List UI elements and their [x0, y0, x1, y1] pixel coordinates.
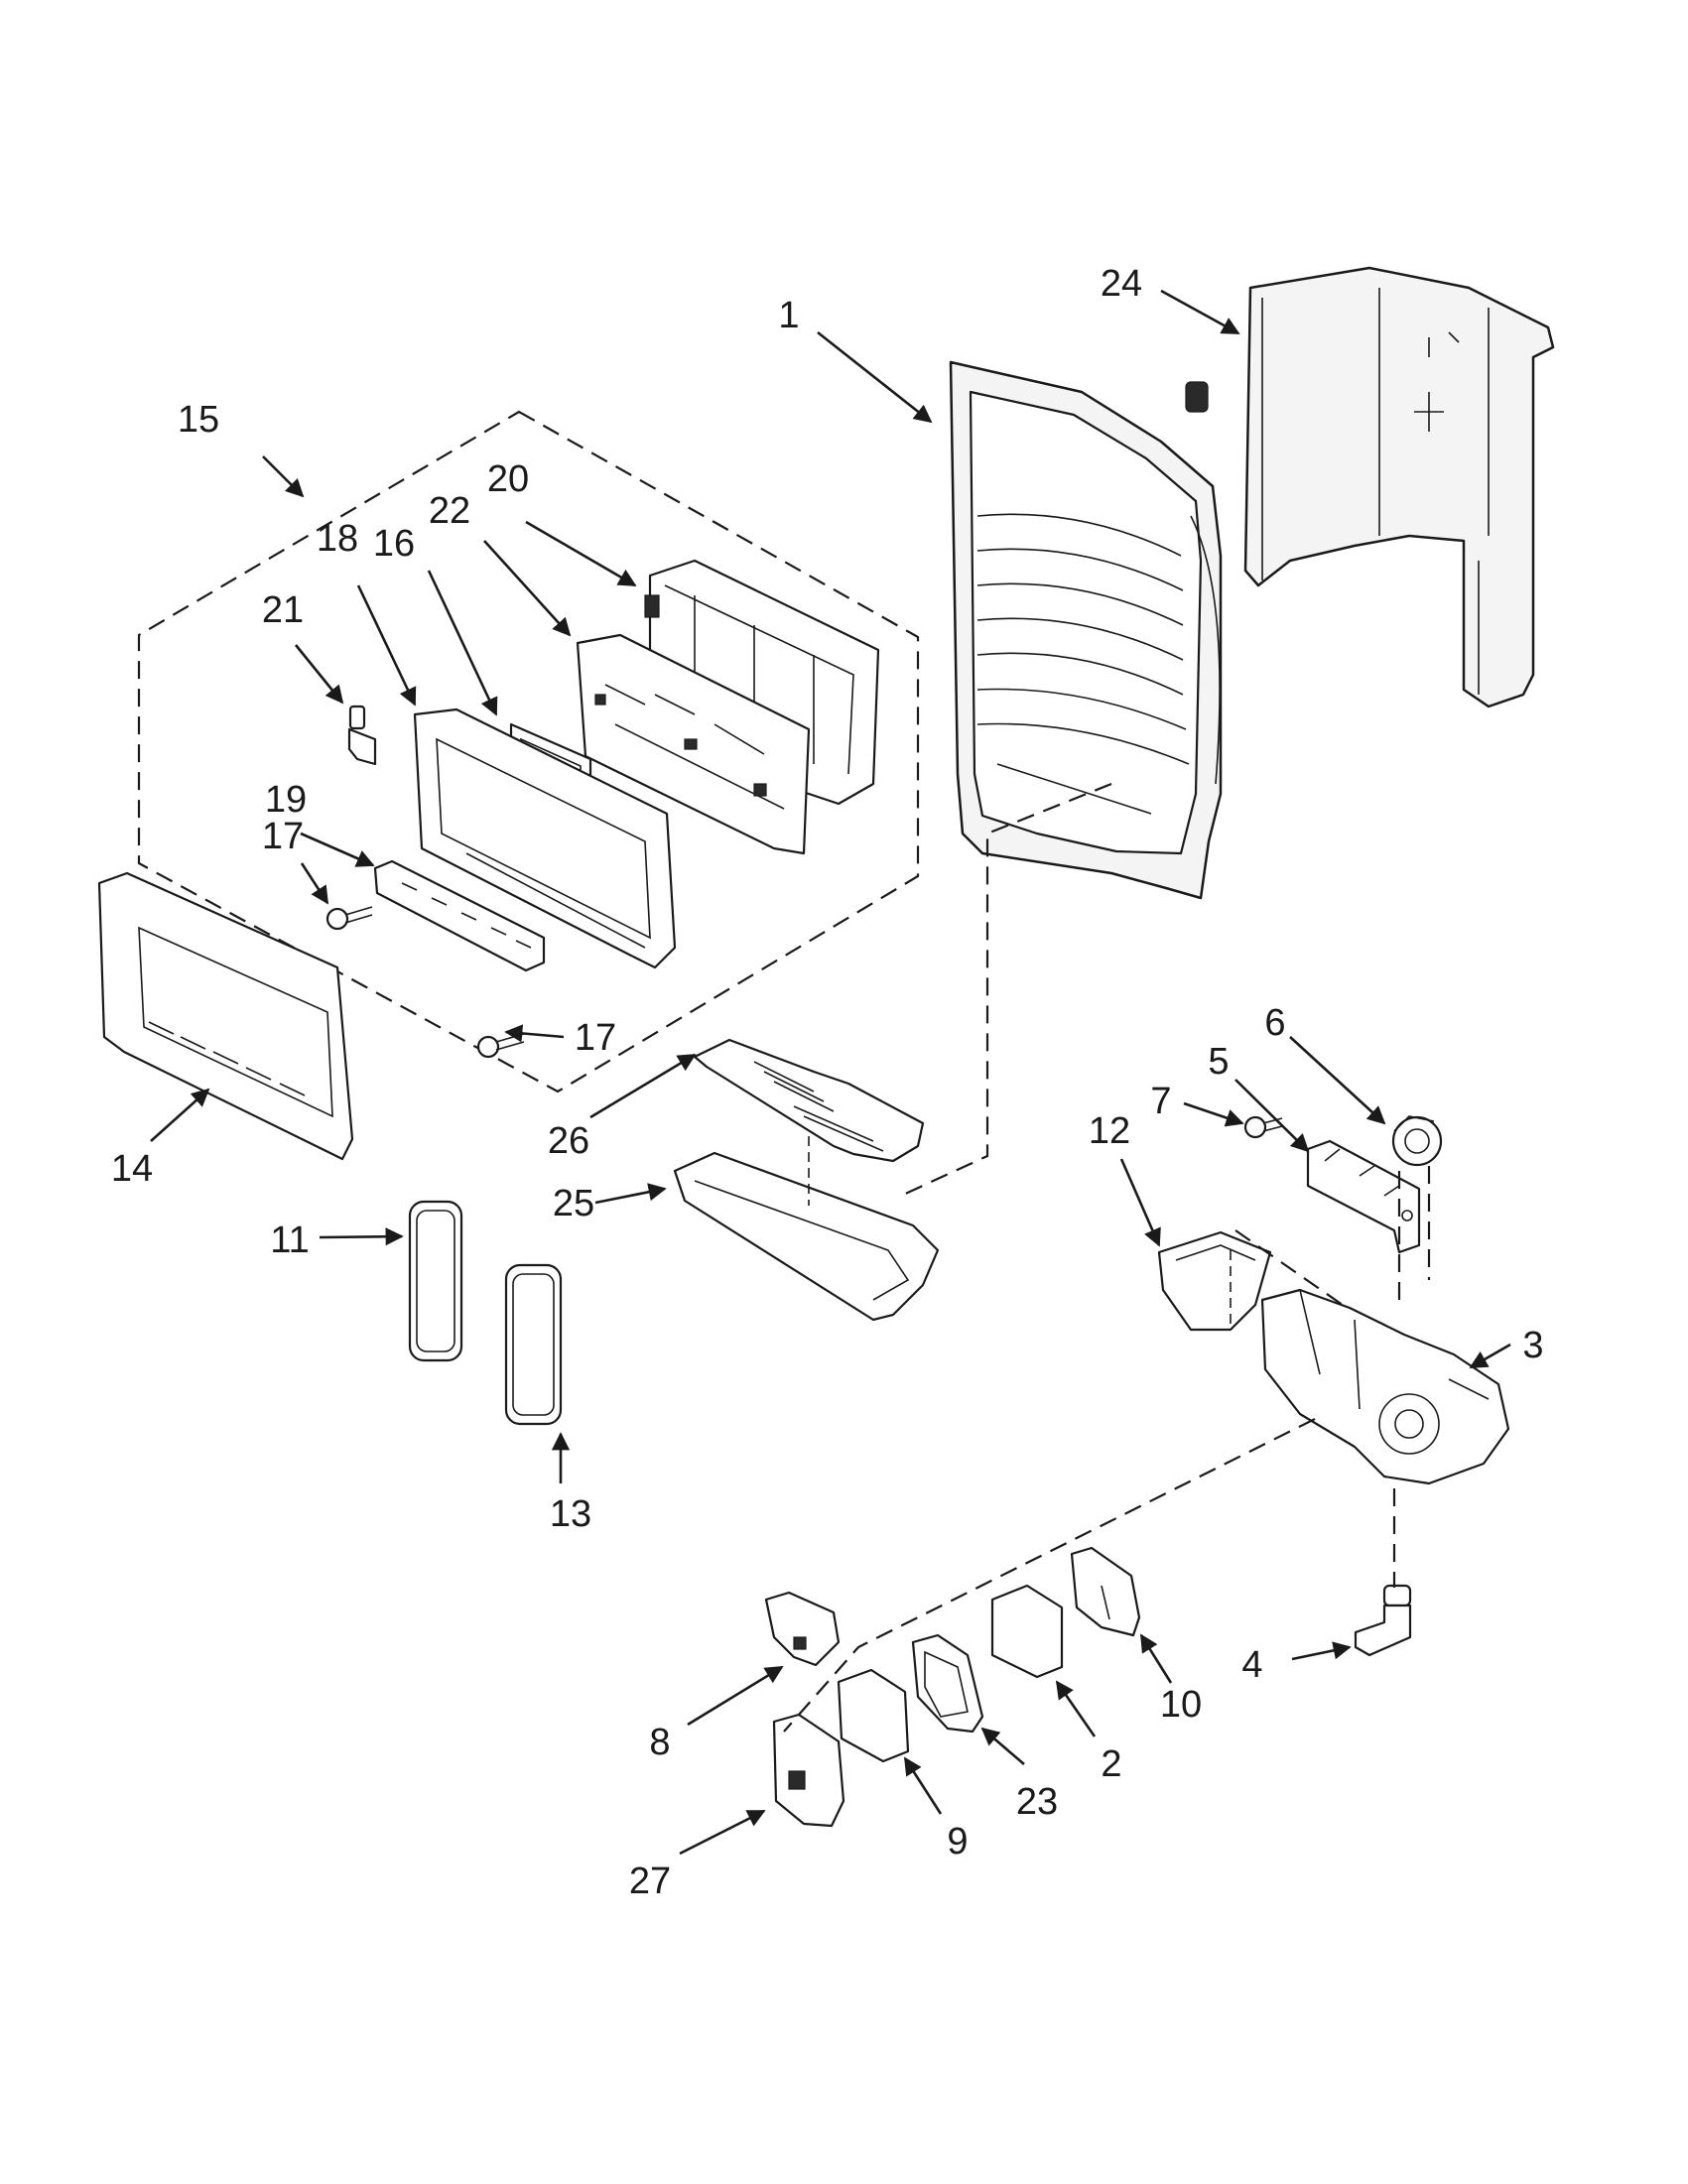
callout-4: 4 [1241, 1644, 1262, 1686]
part-3-dispenser-base [1260, 1288, 1510, 1485]
callout-27: 27 [629, 1861, 671, 1902]
callout-16: 16 [373, 523, 415, 565]
callout-21: 21 [262, 589, 304, 631]
callout-6: 6 [1264, 1002, 1285, 1044]
callout-arrows [150, 289, 1511, 1856]
callout-18: 18 [317, 518, 358, 560]
callout-17-lower: 17 [575, 1017, 616, 1059]
part-25-drip-tray [673, 1136, 940, 1322]
part-24-back-cover [1243, 266, 1555, 708]
part-22-control-board [576, 633, 811, 855]
callout-24: 24 [1101, 263, 1142, 305]
part-7-screw [1243, 1115, 1283, 1139]
part-4-elbow-fitting [1354, 1584, 1412, 1657]
part-19-button-strip [373, 859, 546, 972]
callout-7: 7 [1150, 1081, 1171, 1122]
part-1-dispenser-housing [949, 360, 1223, 900]
part-6-knob [1391, 1115, 1443, 1167]
part-2-pad [990, 1584, 1064, 1679]
callout-20: 20 [487, 458, 529, 500]
part-27-switch-housing [772, 1713, 845, 1828]
callout-1: 1 [778, 295, 799, 336]
callout-13: 13 [550, 1493, 591, 1535]
part-13-pad [504, 1263, 563, 1426]
callout-26: 26 [548, 1120, 589, 1162]
part-9-pad [837, 1668, 910, 1763]
part-23-gasket [911, 1633, 984, 1734]
callout-19: 19 [265, 779, 307, 821]
callout-23: 23 [1016, 1781, 1058, 1823]
part-21-switch [347, 705, 377, 766]
callout-labels: 1 2 3 4 5 6 7 8 9 10 11 12 13 14 15 16 1… [111, 263, 1544, 1902]
part-10-cover [1070, 1546, 1141, 1637]
callout-10: 10 [1160, 1684, 1202, 1726]
kit-dashed-outline [137, 410, 920, 1093]
part-5-bracket [1306, 1139, 1421, 1254]
callout-25: 25 [553, 1183, 594, 1224]
part-26-drip-tray-grille [693, 1038, 925, 1163]
part-18-control-frame [413, 707, 677, 969]
part-14-front-panel [97, 871, 354, 1161]
part-17-screw-upper [325, 906, 373, 931]
callout-12: 12 [1089, 1110, 1130, 1152]
part-17-screw-lower [476, 1033, 525, 1059]
callout-14: 14 [111, 1148, 153, 1190]
part-12-ice-chute [1157, 1230, 1272, 1332]
callout-17-upper: 17 [262, 816, 304, 857]
callout-11: 11 [270, 1220, 309, 1261]
callout-3: 3 [1522, 1325, 1543, 1366]
callout-8: 8 [649, 1722, 670, 1763]
callout-15: 15 [178, 399, 219, 441]
callout-2: 2 [1101, 1743, 1121, 1785]
callout-5: 5 [1208, 1041, 1229, 1083]
alignment-lines [783, 782, 1431, 1733]
part-11-pad [408, 1200, 463, 1362]
callout-9: 9 [947, 1821, 968, 1863]
part-8-actuator [764, 1591, 841, 1667]
callout-22: 22 [429, 490, 470, 532]
